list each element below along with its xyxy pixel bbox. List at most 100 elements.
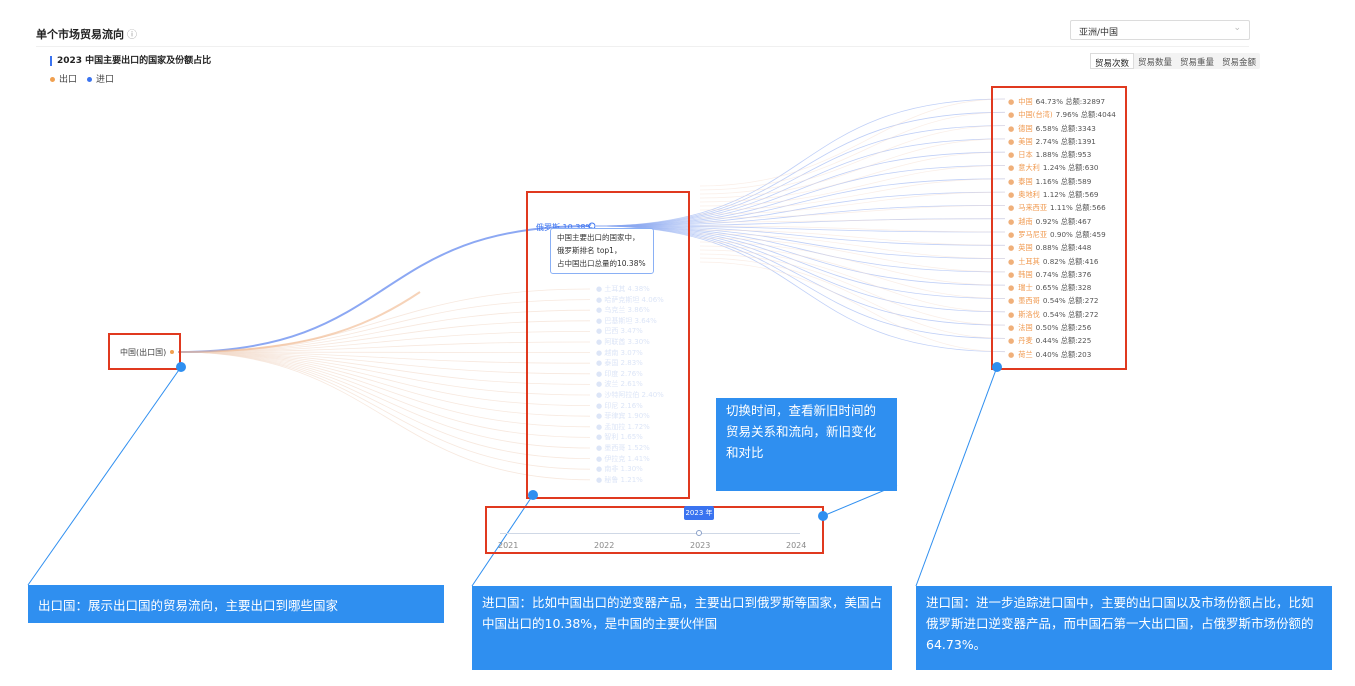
destination-item[interactable]: ● 南非 1.30%	[596, 465, 643, 474]
importer-dot-icon: ●	[1008, 243, 1015, 253]
annotation-dot	[528, 490, 538, 500]
importer-name: 瑞士	[1018, 283, 1033, 293]
destination-item[interactable]: ● 秘鲁 1.21%	[596, 475, 643, 484]
importer-pct: 0.65%	[1035, 283, 1061, 293]
flow-line-importer	[595, 191, 1006, 227]
flow-line-importer	[595, 225, 1006, 313]
importer-total: 总额:953	[1060, 150, 1092, 160]
tab-metric-1[interactable]: 贸易数量	[1138, 58, 1173, 68]
importer-dot-icon: ●	[1008, 190, 1015, 200]
destination-item[interactable]: ● 智利 1.65%	[596, 433, 643, 442]
tab-metric-2[interactable]: 贸易重量	[1180, 58, 1215, 68]
importer-name: 泰国	[1018, 176, 1033, 186]
importer-pct: 0.54%	[1042, 309, 1068, 319]
destination-item[interactable]: ● 伊拉克 1.41%	[596, 454, 650, 463]
destination-item[interactable]: ● 土耳其 4.38%	[596, 285, 650, 293]
legend: 出口进口	[50, 72, 124, 85]
origin-country-label[interactable]: 中国(出口国)	[120, 348, 167, 357]
destination-item[interactable]: ● 越南 3.07%	[596, 348, 643, 357]
destination-item[interactable]: ● 沙特阿拉伯 2.40%	[596, 390, 664, 399]
importer-name: 德国	[1018, 123, 1033, 133]
importer-name: 美国	[1018, 136, 1033, 146]
destination-item[interactable]: ● 孟加拉 1.72%	[596, 422, 650, 431]
destination-item[interactable]: ● 哈萨克斯坦 4.06%	[596, 295, 664, 304]
flow-line-background	[699, 111, 1006, 191]
flow-line-importer	[595, 165, 1006, 227]
metric-tabs: 贸易次数贸易数量贸易重量贸易金额	[1090, 53, 1261, 69]
destination-item[interactable]: ● 墨西哥 1.52%	[596, 443, 650, 452]
flow-line-background	[699, 233, 1006, 259]
timeline-year-2024[interactable]: 2024	[786, 541, 807, 550]
importer-pct: 0.50%	[1035, 323, 1061, 333]
destination-item[interactable]: ● 印尼 2.16%	[596, 401, 643, 410]
destination-item[interactable]: ● 菲律宾 1.90%	[596, 412, 650, 421]
importer-dot-icon: ●	[1008, 203, 1015, 213]
top-destination-label[interactable]: 俄罗斯 10.38%	[536, 223, 593, 232]
flow-line-background	[699, 229, 1006, 246]
timeline-year-2023[interactable]: 2023	[690, 541, 711, 550]
importer-dot-icon: ●	[1008, 309, 1015, 319]
importer-total: 总额:448	[1060, 243, 1092, 253]
flow-line	[177, 351, 591, 438]
legend-item-1[interactable]: 进口	[87, 75, 114, 85]
importer-pct: 2.74%	[1035, 136, 1061, 146]
flow-line-origin	[177, 291, 421, 353]
tooltip: 中国主要出口的国家中，俄罗斯排名 top1，占中国出口总量的10.38%	[550, 228, 654, 274]
importer-name: 英国	[1018, 243, 1033, 253]
legend-label: 出口	[59, 75, 78, 85]
importer-pct: 0.92%	[1035, 216, 1061, 226]
importer-name: 丹麦	[1018, 336, 1033, 346]
timeline-year-2022[interactable]: 2022	[594, 541, 615, 550]
importer-row[interactable]: ●中国(台湾)7.96% 总额:4044	[1008, 108, 1116, 121]
region-select[interactable]: 亚洲/中国 ⌄	[1070, 20, 1250, 40]
importer-pct: 6.58%	[1035, 123, 1061, 133]
tab-metric-0[interactable]: 贸易次数	[1090, 53, 1135, 69]
importer-total: 总额:416	[1067, 256, 1099, 266]
destination-item[interactable]: ● 印度 2.76%	[596, 369, 643, 378]
callout-market: 进口国：进一步追踪进口国中，主要的出口国以及市场份额占比，比如俄罗斯进口逆变器产…	[916, 586, 1332, 670]
destination-item[interactable]: ● 乌克兰 3.86%	[596, 306, 650, 315]
timeline-selected-year: 2023 年	[684, 506, 714, 520]
importer-pct: 0.44%	[1035, 336, 1061, 346]
importer-name: 荷兰	[1018, 349, 1033, 359]
importer-total: 总额:32897	[1065, 97, 1106, 106]
destination-item[interactable]: ● 阿联酋 3.30%	[596, 337, 650, 346]
destination-item[interactable]: ● 泰国 2.83%	[596, 359, 643, 368]
importer-pct: 0.82%	[1042, 256, 1068, 266]
timeline-year-2021[interactable]: 2021	[498, 541, 519, 550]
tab-metric-3[interactable]: 贸易金额	[1222, 58, 1257, 68]
legend-item-0[interactable]: 出口	[50, 75, 77, 85]
destination-item[interactable]: ● 巴西 3.47%	[596, 327, 643, 336]
annotation-dot	[176, 362, 186, 372]
importer-pct: 1.11%	[1050, 203, 1076, 213]
destination-item[interactable]: ● 巴基斯坦 3.64%	[596, 316, 657, 325]
tooltip-line-0: 中国主要出口的国家中，	[557, 233, 640, 242]
destination-item[interactable]: ● 波兰 2.61%	[596, 380, 643, 389]
flow-line	[177, 351, 591, 459]
info-icon[interactable]: ⓘ	[127, 30, 137, 41]
flow-line	[177, 351, 591, 449]
importer-pct: 0.74%	[1035, 269, 1061, 279]
timeline-handle[interactable]	[696, 530, 702, 536]
origin-node[interactable]	[170, 350, 174, 354]
